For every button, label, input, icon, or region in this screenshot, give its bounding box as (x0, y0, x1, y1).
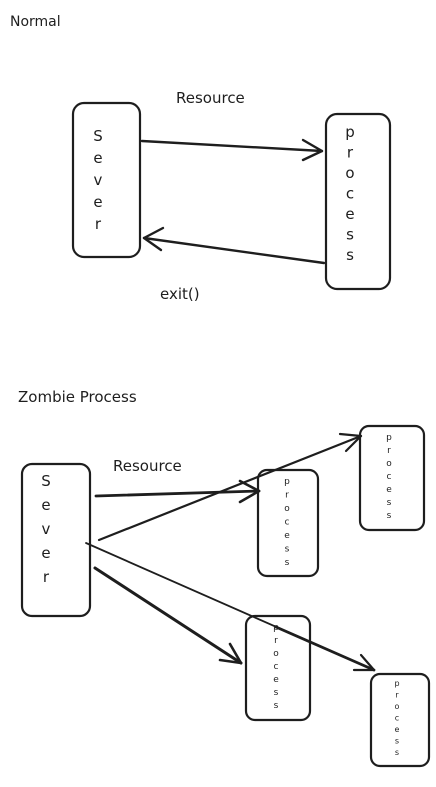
vertical-label-letter: c (274, 662, 279, 672)
vertical-label-letter: c (395, 714, 399, 723)
vertical-label-letter: s (395, 737, 399, 746)
vertical-label-letter: p (386, 433, 392, 443)
vertical-label-letter: s (285, 558, 290, 568)
vertical-label-letter: e (395, 725, 400, 734)
zombie-arrow-to-process-3 (93, 566, 243, 665)
vertical-label-letter: e (386, 485, 392, 495)
normal-exit-label: exit() (160, 285, 200, 303)
zombie-heading: Zombie Process (18, 388, 137, 406)
zombie-arrow-to-process-4 (85, 542, 376, 672)
vertical-label-letter: s (346, 246, 354, 264)
vertical-label-letter: s (387, 511, 392, 521)
vertical-label-letter: s (274, 701, 279, 711)
vertical-label-letter: s (395, 748, 399, 757)
vertical-label-letter: e (41, 496, 50, 514)
vertical-label-letter: c (285, 518, 290, 528)
normal-resource-arrow (140, 138, 324, 162)
vertical-label-letter: s (274, 688, 279, 698)
vertical-label-letter: o (284, 504, 290, 514)
vertical-label-letter: p (394, 679, 399, 688)
vertical-label-letter: e (345, 205, 354, 223)
vertical-label-letter: v (94, 171, 103, 189)
vertical-label-letter: o (395, 702, 400, 711)
vertical-label-letter: o (273, 649, 279, 659)
vertical-label-letter: s (285, 545, 290, 555)
zombie-resource-label: Resource (113, 457, 182, 475)
vertical-label-letter: e (284, 531, 290, 541)
vertical-label-letter: e (93, 149, 102, 167)
vertical-label-letter: o (345, 164, 354, 182)
vertical-label-letter: r (395, 691, 399, 700)
vertical-label-letter: e (93, 193, 102, 211)
vertical-label-letter: v (42, 520, 51, 538)
normal-heading: Normal (10, 14, 61, 30)
vertical-label-letter: p (284, 477, 290, 487)
vertical-label-letter: r (274, 636, 278, 646)
vertical-label-letter: r (43, 568, 50, 586)
normal-exit-arrow (142, 226, 326, 265)
vertical-label-letter: c (387, 472, 392, 482)
vertical-label-letter: e (41, 544, 50, 562)
vertical-label-letter: e (273, 675, 279, 685)
normal-resource-label: Resource (176, 89, 245, 107)
vertical-label-letter: r (95, 215, 102, 233)
vertical-label-letter: S (41, 472, 51, 490)
zombie-arrow-to-process-1 (94, 479, 261, 504)
zombie-arrow-to-process-2 (97, 432, 363, 542)
vertical-label-letter: r (347, 144, 354, 162)
vertical-label-letter: S (93, 127, 103, 145)
vertical-label-letter: r (387, 446, 391, 456)
vertical-label-letter: c (346, 185, 354, 203)
vertical-label-letter: s (387, 498, 392, 508)
vertical-label-letter: r (285, 491, 289, 501)
vertical-label-letter: o (386, 459, 392, 469)
vertical-label-letter: p (345, 123, 355, 141)
vertical-label-letter: s (346, 226, 354, 244)
